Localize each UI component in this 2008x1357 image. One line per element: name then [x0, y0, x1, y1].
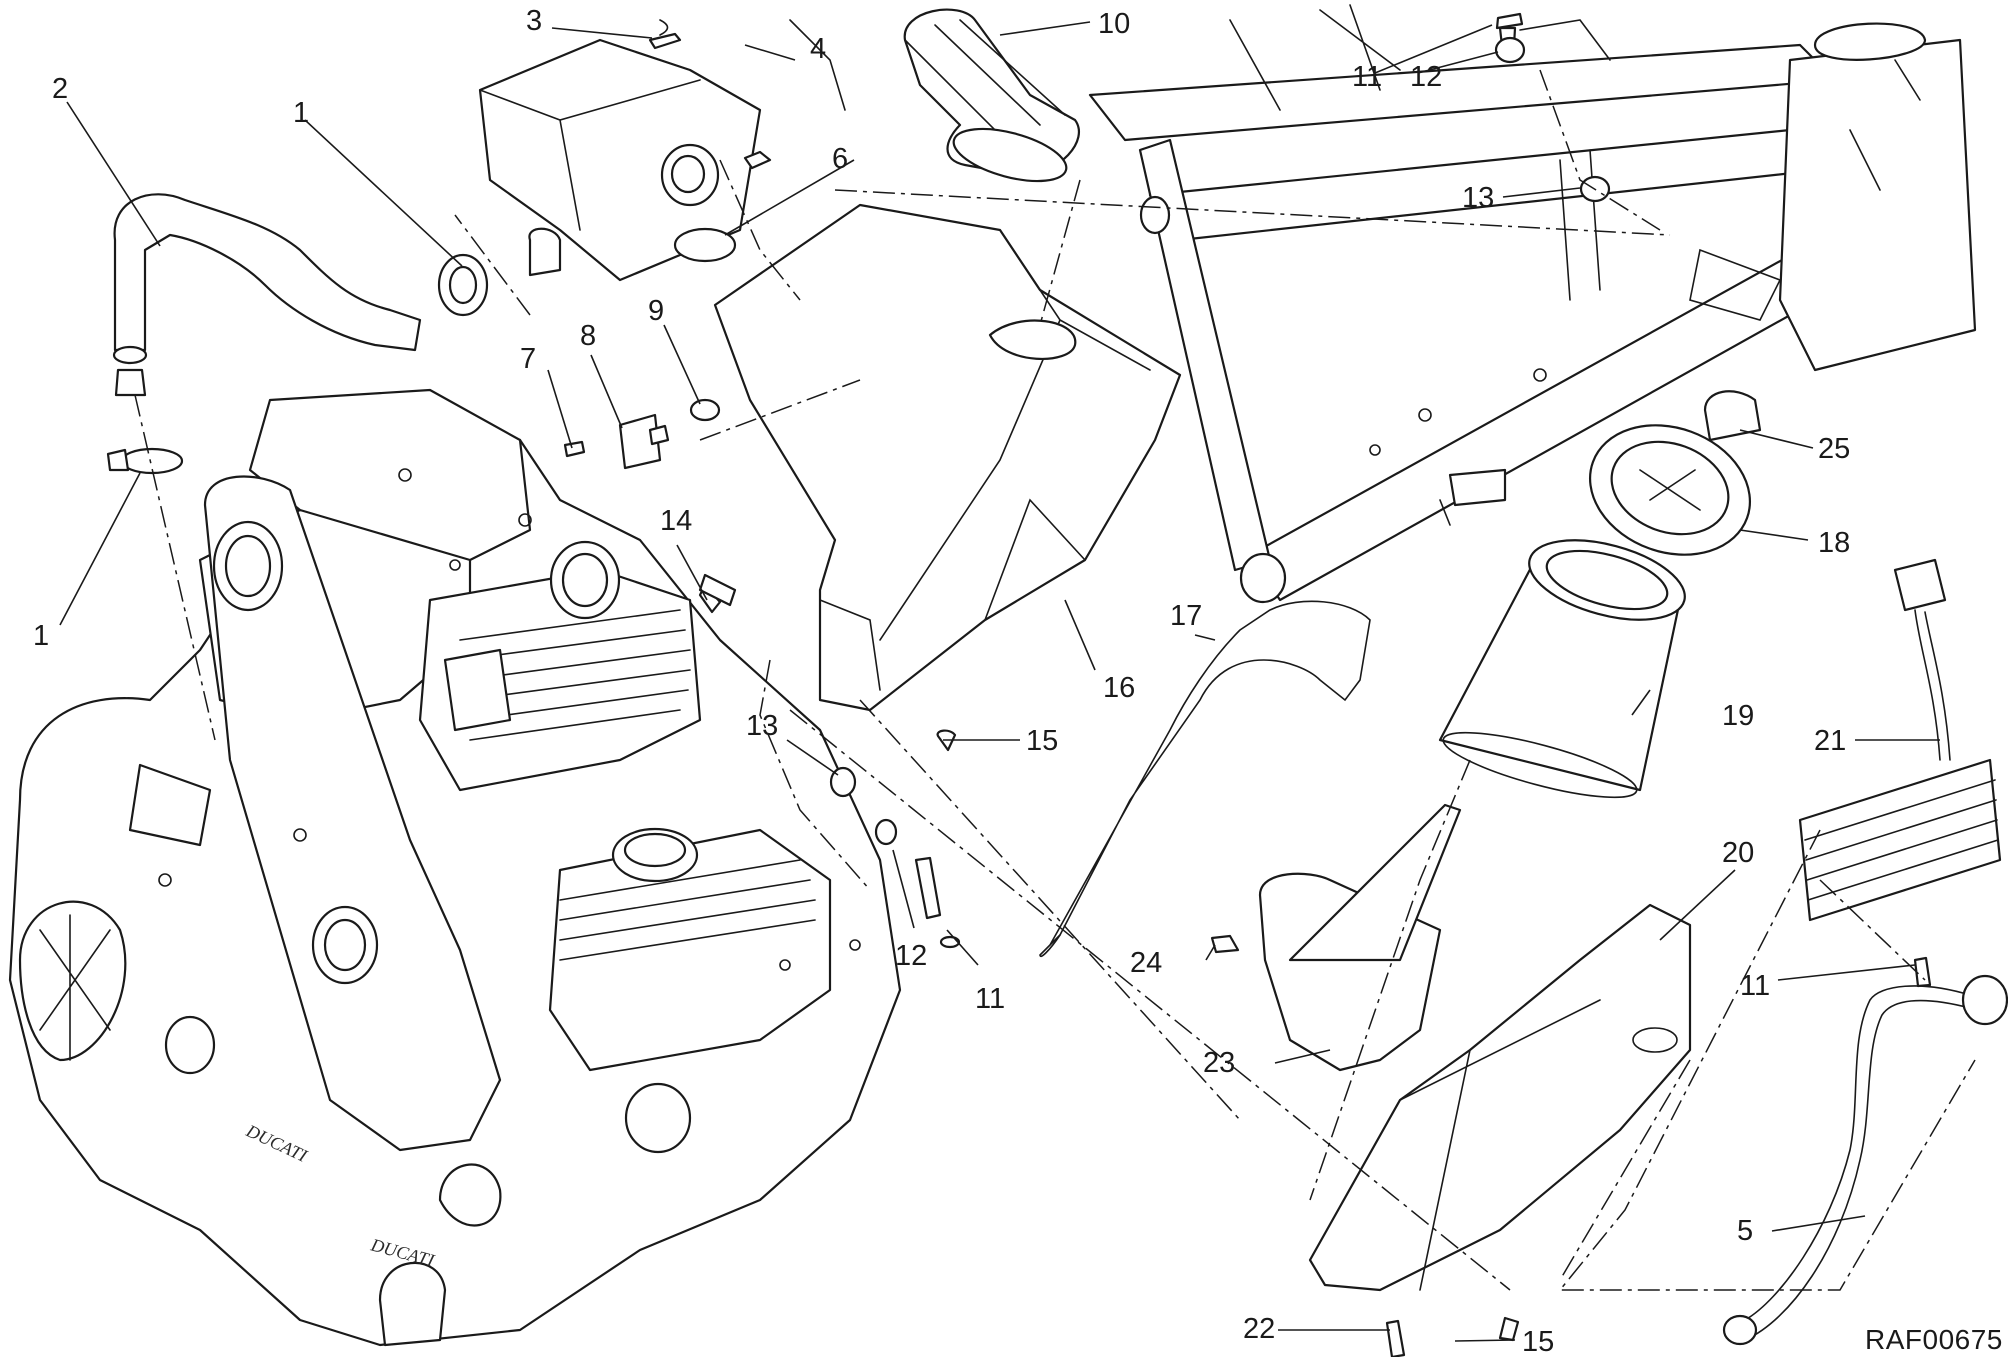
callout-22: 22	[1243, 1313, 1275, 1345]
callout-11-top: 11	[1352, 61, 1382, 93]
sensor-parts-7-8-9	[563, 398, 721, 470]
inlet-funnel-part-23	[1258, 803, 1462, 1072]
callout-6: 6	[832, 143, 848, 175]
hose-clamps-part-1	[106, 253, 489, 475]
filter-cover-part-18	[1588, 424, 1752, 556]
callout-labels: 1 1 2 3 4 5 6 7 8 9 10 11 11 11 12 12 13…	[33, 5, 1850, 1357]
airbox-lower-part-20	[1308, 903, 1692, 1292]
breather-pipe-part-5	[1722, 974, 2008, 1346]
callout-15-bottom: 15	[1522, 1326, 1554, 1357]
callout-24: 24	[1130, 947, 1162, 979]
callout-17: 17	[1170, 600, 1202, 632]
airbox-part-16	[713, 203, 1182, 712]
callout-8: 8	[580, 320, 596, 352]
callout-16: 16	[1103, 672, 1135, 704]
engine-assembly: DUCATI DUCATI	[8, 388, 902, 1347]
breather-tank-parts-3-4	[478, 19, 846, 282]
callout-13-center: 13	[746, 710, 778, 742]
callout-11-center: 11	[975, 983, 1005, 1015]
callout-4: 4	[810, 33, 826, 65]
callout-25: 25	[1818, 433, 1850, 465]
intake-duct-part-10	[903, 8, 1081, 183]
callout-15-center: 15	[1026, 725, 1058, 757]
callout-12-center: 12	[895, 940, 927, 972]
leader-lines	[59, 21, 1940, 1342]
callout-2: 2	[52, 73, 68, 105]
callout-3: 3	[526, 5, 542, 37]
callout-5: 5	[1737, 1215, 1753, 1247]
o-ring-part-6	[673, 227, 737, 263]
callout-23: 23	[1203, 1047, 1235, 1079]
callout-9: 9	[648, 295, 664, 327]
callout-7: 7	[520, 343, 536, 375]
callout-20: 20	[1722, 837, 1754, 869]
breather-hose-part-2	[112, 193, 422, 397]
assembly-axes	[134, 69, 1976, 1291]
callout-1-lower: 1	[33, 620, 49, 652]
air-filter-part-19	[1438, 539, 1686, 799]
callout-10: 10	[1098, 8, 1130, 40]
callout-14: 14	[660, 505, 692, 537]
callout-19: 19	[1722, 700, 1754, 732]
frame-assembly	[1088, 4, 1977, 604]
cap-part-25	[1703, 390, 1762, 442]
small-fasteners	[698, 12, 1932, 1357]
callout-18: 18	[1818, 527, 1850, 559]
regulator-part-21	[1798, 558, 2002, 922]
drawing-id: RAF00675	[1865, 1324, 2003, 1355]
callout-21: 21	[1814, 725, 1846, 757]
callout-13-top: 13	[1462, 182, 1494, 214]
callout-11-right: 11	[1740, 970, 1770, 1002]
callout-12-top: 12	[1410, 61, 1442, 93]
callout-1-upper: 1	[293, 97, 309, 129]
gasket-part-17	[1039, 600, 1371, 957]
